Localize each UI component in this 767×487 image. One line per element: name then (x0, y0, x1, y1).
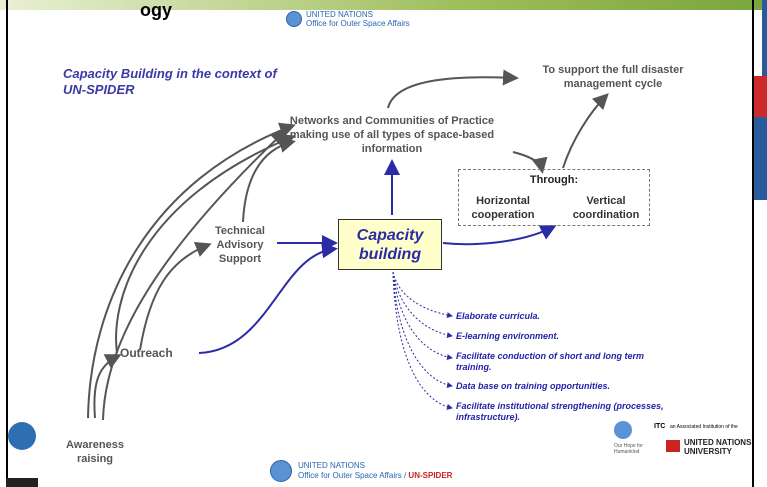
list-item: Facilitate institutional strengthening (… (456, 401, 664, 422)
dotted-arrow-5 (392, 271, 453, 410)
arrow-outreach-to-technical (139, 241, 212, 351)
arrow-outreach-to-networks (115, 134, 296, 354)
arrow-through-to-support (562, 93, 609, 169)
node-vertical: Vertical coordination (572, 195, 640, 221)
node-technical: Technical Advisory Support (215, 225, 265, 265)
partner-itc-sub: an Associated Institution of the (670, 424, 738, 430)
un-emblem-icon (286, 11, 302, 27)
diagram-title: Capacity Building in the context of UN-S… (63, 66, 277, 97)
capacity-line2: building (358, 245, 422, 263)
node-horizontal: Horizontal cooperation (471, 195, 535, 221)
un-logo-line2: Office for Outer Space Affairs (306, 19, 410, 28)
un-emblem-icon (614, 421, 632, 439)
arrow-awareness-to-networks (87, 122, 296, 419)
side-bar-red (754, 76, 767, 117)
dotted-arrow-3 (392, 271, 453, 361)
un-logo-top: UNITED NATIONS Office for Outer Space Af… (286, 10, 410, 28)
header-title-fragment: ogy (140, 0, 173, 20)
itc-wordmark-icon (6, 478, 38, 487)
node-capacity-building: Capacity building (338, 219, 442, 270)
list-item: Data base on training opportunities. (456, 381, 611, 391)
arrow-networks-to-through (512, 151, 548, 174)
node-support: To support the full disaster management … (542, 64, 684, 90)
capacity-line1: Capacity (356, 226, 424, 244)
list-item: E-learning environment. (456, 331, 560, 341)
node-through-label: Through: (529, 174, 579, 186)
arrow-awareness-to-networks-2 (102, 129, 287, 421)
header-band (0, 0, 767, 10)
arrow-awareness-to-outreach (93, 354, 122, 419)
side-bar-blue (754, 117, 767, 200)
un-logo-bottom: UNITED NATIONS Office for Outer Space Af… (270, 460, 452, 482)
node-outreach: Outreach (120, 346, 173, 360)
dotted-arrow-2 (392, 271, 453, 339)
un-logo-line1: UNITED NATIONS (306, 10, 373, 19)
slide-frame (6, 0, 754, 487)
un-emblem-icon (270, 460, 292, 482)
arrow-technical-to-networks (242, 137, 296, 223)
arrow-networks-to-support (387, 69, 519, 109)
dotted-arrow-1 (392, 271, 453, 319)
partner-tagline: Our Hope for Humankind (614, 443, 643, 455)
arrow-outreach-to-capacity (198, 242, 338, 354)
arrow-capacity-to-through (442, 225, 557, 246)
unu-logo-icon (666, 440, 680, 452)
un-bottom-line1: UNITED NATIONS (298, 461, 365, 470)
partner-itc: ITC (654, 423, 666, 430)
through-box (458, 169, 650, 226)
itc-logo-icon (8, 422, 36, 450)
partner-unu-2: UNIVERSITY (684, 447, 733, 456)
partner-logos: Our Hope for Humankind ITC an Associated… (614, 421, 764, 457)
dotted-arrow-4 (392, 271, 453, 389)
un-bottom-line2a: Office for Outer Space Affairs / (298, 471, 409, 480)
un-bottom-line2b: UN-SPIDER (408, 471, 453, 480)
node-networks: Networks and Communities of Practice mak… (289, 115, 495, 155)
list-item: Elaborate curricula. (456, 311, 541, 321)
node-awareness: Awareness raising (66, 439, 124, 465)
partner-unu-1: UNITED NATIONS (684, 438, 752, 447)
list-item: Facilitate conduction of short and long … (456, 351, 645, 372)
